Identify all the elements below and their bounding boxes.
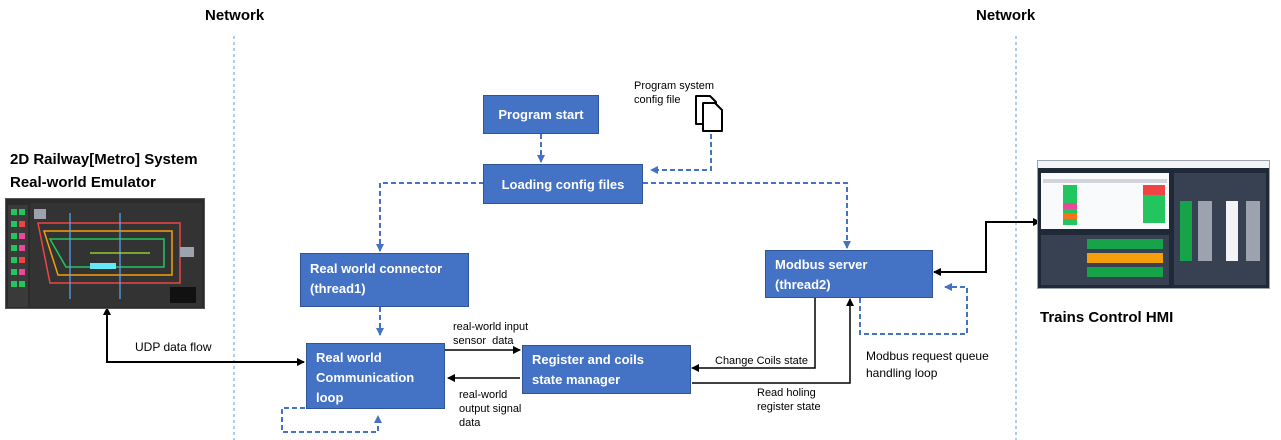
modbus-queue-label-line1: Modbus request queue	[866, 349, 989, 363]
communication-loop-line3: loop	[316, 390, 344, 405]
register-manager-line1: Register and coils	[532, 352, 644, 367]
arrow-read-holding	[692, 298, 854, 384]
config-file-note-line1: Program system	[634, 80, 715, 92]
read-holding-label-line2: register state	[757, 401, 821, 413]
config-file-note-line2: config file	[634, 94, 681, 106]
emulator-track-map	[30, 203, 202, 307]
modbus-server-box: Modbus server (thread2)	[765, 250, 933, 298]
arrow-change-coils	[691, 298, 816, 372]
network-label-left: Network	[205, 7, 265, 24]
arrow-loading-to-modbus	[643, 182, 851, 249]
real-world-connector-line1: Real world connector	[310, 261, 443, 276]
program-start-box: Program start	[483, 95, 599, 134]
output-signal-label: real-world output signal data	[459, 388, 521, 430]
hmi-title: Trains Control HMI	[1040, 309, 1174, 326]
emulator-sidebar	[8, 205, 28, 307]
emulator-title-line1: 2D Railway[Metro] System	[10, 151, 198, 168]
input-sensor-label-line2: sensor data	[453, 335, 514, 347]
emulator-title-line2: Real-world Emulator	[10, 174, 156, 191]
real-world-connector-line2: (thread1)	[310, 281, 366, 296]
arrow-modbus-queue-loop	[859, 283, 968, 335]
udp-data-flow-label: UDP data flow	[135, 340, 212, 354]
modbus-server-line1: Modbus server	[775, 257, 868, 272]
register-manager-box: Register and coils state manager	[522, 345, 691, 394]
change-coils-label: Change Coils state	[715, 355, 808, 367]
input-sensor-label-line1: real-world input	[453, 321, 529, 333]
hmi-plc-panel	[1174, 173, 1266, 285]
arrow-loop-self	[281, 407, 382, 433]
modbus-queue-label: Modbus request queue handling loop	[866, 348, 989, 382]
hmi-power-panel	[1041, 235, 1169, 285]
output-signal-label-line1: real-world	[459, 389, 508, 401]
arrow-file-to-loading	[650, 134, 712, 174]
arrow-hmi-to-modbus	[933, 218, 1041, 276]
output-signal-label-line3: data	[459, 417, 481, 429]
network-label-right: Network	[976, 7, 1036, 24]
hmi-screenshot	[1037, 160, 1270, 289]
output-signal-label-line2: output signal	[459, 403, 522, 415]
real-world-connector-box: Real world connector (thread1)	[300, 253, 469, 307]
modbus-queue-label-line2: handling loop	[866, 366, 938, 380]
hmi-train-table	[1041, 173, 1169, 229]
config-file-note: Program system config file	[634, 79, 714, 107]
loading-config-box: Loading config files	[483, 164, 643, 204]
communication-loop-box: Real world Communication loop	[306, 343, 445, 409]
emulator-screenshot	[5, 198, 205, 309]
config-file-icon	[695, 95, 723, 132]
read-holding-label-line1: Read holing	[757, 387, 816, 399]
read-holding-label: Read holing register state	[757, 386, 821, 414]
hmi-titlebar	[1038, 161, 1269, 168]
emulator-title: 2D Railway[Metro] System Real-world Emul…	[10, 148, 198, 194]
register-manager-line2: state manager	[532, 372, 621, 387]
arrow-udp-data-flow	[103, 307, 305, 366]
communication-loop-line2: Communication	[316, 370, 415, 385]
input-sensor-label: real-world input sensor data	[453, 320, 528, 348]
modbus-server-line2: (thread2)	[775, 277, 831, 292]
arrow-loading-to-connector	[376, 182, 484, 252]
communication-loop-line1: Real world	[316, 350, 382, 365]
